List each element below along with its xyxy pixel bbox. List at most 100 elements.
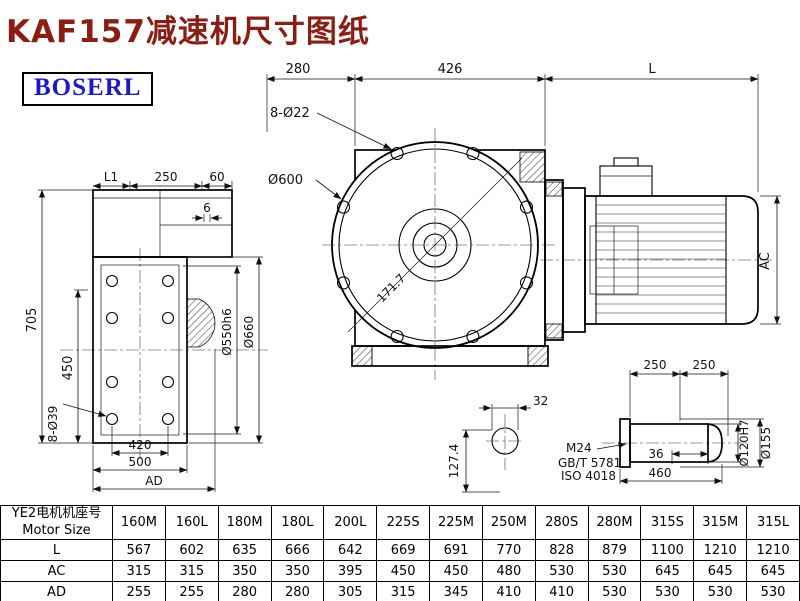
dim-plug-32: 32 xyxy=(533,394,548,408)
cell-AC-315M: 645 xyxy=(693,560,748,582)
dim-shaft-gbt: GB/T 5781 xyxy=(558,456,621,470)
dim-side-6: 6 xyxy=(203,201,211,215)
dim-shaft-m24: M24 xyxy=(566,441,592,455)
col-header-315S: 315S xyxy=(640,505,695,540)
dim-side-450: 450 xyxy=(61,356,76,381)
cell-AD-280M: 530 xyxy=(587,581,642,601)
dim-side-705: 705 xyxy=(25,308,40,333)
cell-L-315S: 1100 xyxy=(640,539,695,561)
dim-shaft-36: 36 xyxy=(648,447,663,461)
motor-view: AC xyxy=(540,157,781,341)
cell-AD-315L: 530 xyxy=(746,581,800,601)
cell-AC-280M: 530 xyxy=(587,560,642,582)
dim-ac: AC xyxy=(758,252,773,270)
dim-flange-dia: Ø600 xyxy=(268,173,303,188)
dim-bolt-circle-label: 8-Ø22 xyxy=(270,106,310,121)
top-dimensions: 280 426 L xyxy=(266,62,759,192)
row-label-L: L xyxy=(0,539,113,561)
col-header-225M: 225M xyxy=(429,505,483,540)
dim-plug-127: 127.4 xyxy=(447,444,461,478)
cell-AD-280S: 410 xyxy=(534,581,589,601)
col-header-280M: 280M xyxy=(587,505,642,540)
col-header-280S: 280S xyxy=(534,505,589,540)
dim-shaft-250a: 250 xyxy=(644,358,667,372)
cell-AC-225S: 450 xyxy=(376,560,431,582)
cell-AC-315S: 645 xyxy=(640,560,695,582)
cell-L-160L: 602 xyxy=(164,539,219,561)
cell-AC-180L: 350 xyxy=(270,560,325,582)
cell-AC-315L: 645 xyxy=(746,560,800,582)
cell-L-200L: 642 xyxy=(323,539,378,561)
col-header-225S: 225S xyxy=(376,505,431,540)
cell-AD-250M: 410 xyxy=(481,581,536,601)
side-view: L1 250 60 6 705 450 8-Ø39 420 500 AD xyxy=(25,170,268,493)
technical-drawing: L1 250 60 6 705 450 8-Ø39 420 500 AD xyxy=(25,62,781,493)
dim-side-420: 420 xyxy=(129,438,152,452)
plug-detail: 32 127.4 xyxy=(447,394,548,493)
row-label-AD: AD xyxy=(0,581,113,601)
col-header-180L: 180L xyxy=(270,505,325,540)
dim-side-660: Ø660 xyxy=(242,316,256,348)
dim-side-AD: AD xyxy=(145,474,162,488)
logo: BOSERL xyxy=(22,72,154,106)
motor-size-header-en: Motor Size xyxy=(22,522,91,538)
cell-AD-200L: 305 xyxy=(323,581,378,601)
dim-shaft-460: 460 xyxy=(649,466,672,480)
cell-AC-200L: 395 xyxy=(323,560,378,582)
motor-size-header-cn: YE2电机机座号 xyxy=(11,506,102,522)
col-header-250M: 250M xyxy=(481,505,536,540)
dim-shaft-120: Ø120H7 xyxy=(737,420,751,467)
dim-top-280: 280 xyxy=(286,62,311,77)
cell-L-280M: 879 xyxy=(587,539,642,561)
col-header-315L: 315L xyxy=(746,505,800,540)
cell-AC-250M: 480 xyxy=(481,560,536,582)
col-header-180M: 180M xyxy=(217,505,272,540)
logo-text: BOSERL xyxy=(34,74,142,101)
col-header-200L: 200L xyxy=(323,505,378,540)
cell-AC-160L: 315 xyxy=(164,560,219,582)
cell-L-160M: 567 xyxy=(112,539,166,561)
cell-AC-280S: 530 xyxy=(534,560,589,582)
cell-AD-225M: 345 xyxy=(429,581,483,601)
front-view: 171.7 8-Ø22 Ø600 xyxy=(268,106,556,380)
cell-L-225S: 669 xyxy=(376,539,431,561)
row-label-AC: AC xyxy=(0,560,113,582)
dim-side-250: 250 xyxy=(155,170,178,184)
dim-side-60: 60 xyxy=(209,170,224,184)
cell-AC-160M: 315 xyxy=(112,560,166,582)
cell-AC-225M: 450 xyxy=(429,560,483,582)
cell-L-225M: 691 xyxy=(429,539,483,561)
dim-side-550: Ø550h6 xyxy=(220,308,234,356)
dim-shaft-iso: ISO 4018 xyxy=(561,469,616,483)
cell-L-180M: 635 xyxy=(217,539,272,561)
dim-shaft-250b: 250 xyxy=(693,358,716,372)
cell-L-280S: 828 xyxy=(534,539,589,561)
cell-AD-160L: 255 xyxy=(164,581,219,601)
shaft-detail: 250 250 M24 GB/T 5781 ISO 4018 36 460 Ø1… xyxy=(558,358,773,485)
cell-AD-180M: 280 xyxy=(217,581,272,601)
cell-L-180L: 666 xyxy=(270,539,325,561)
dim-shaft-155: Ø155 xyxy=(759,427,773,459)
cell-L-315L: 1210 xyxy=(746,539,800,561)
col-header-160M: 160M xyxy=(112,505,166,540)
dim-top-426: 426 xyxy=(438,62,463,77)
cell-AD-315M: 530 xyxy=(693,581,748,601)
cell-L-250M: 770 xyxy=(481,539,536,561)
dim-side-L1: L1 xyxy=(104,170,118,184)
cell-AD-225S: 315 xyxy=(376,581,431,601)
col-header-315M: 315M xyxy=(693,505,748,540)
dim-side-500: 500 xyxy=(129,455,152,469)
cell-AD-180L: 280 xyxy=(270,581,325,601)
col-header-160L: 160L xyxy=(164,505,219,540)
cell-AD-160M: 255 xyxy=(112,581,166,601)
cell-L-315M: 1210 xyxy=(693,539,748,561)
cell-AC-180M: 350 xyxy=(217,560,272,582)
page-title: KAF157减速机尺寸图纸 xyxy=(6,14,370,50)
cell-AD-315S: 530 xyxy=(640,581,695,601)
